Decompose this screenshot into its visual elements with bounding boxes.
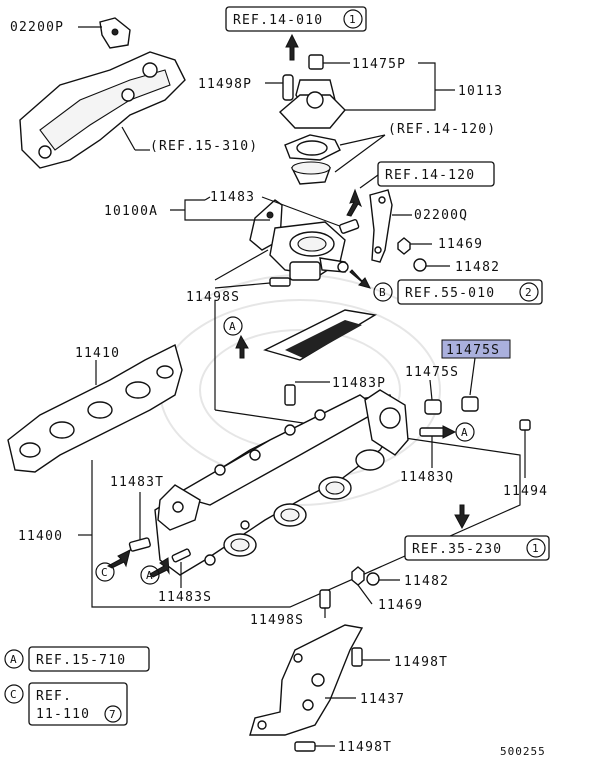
label-11482-top: 11482: [455, 260, 500, 275]
bolt-11498T-b: [294, 741, 316, 752]
label-11482-bot: 11482: [404, 574, 449, 589]
label-10113: 10113: [458, 84, 503, 99]
cap-11494: [519, 419, 531, 431]
plug-11475S-b: [461, 396, 479, 412]
arrow-to-c-icon: [106, 549, 131, 569]
manifold-gasket-11410: [7, 343, 183, 473]
svg-text:A: A: [10, 653, 18, 666]
label-11475P: 11475P: [352, 57, 406, 72]
bracket-10100A: [170, 199, 270, 221]
label-11483T: 11483T: [110, 475, 164, 490]
stud-11483Q: [419, 427, 446, 437]
stud-11483P: [284, 384, 296, 406]
label-11483-top: 11483: [210, 190, 255, 205]
nut-11482-bot: [366, 572, 380, 586]
water-outlet-fitting: [278, 54, 346, 129]
label-ref14-120a: (REF.14-120): [388, 122, 496, 137]
label-11498T-b: 11498T: [338, 740, 392, 755]
arrow-to-b-icon: [349, 269, 371, 289]
svg-text:B: B: [379, 286, 387, 299]
svg-text:A: A: [461, 426, 469, 439]
marker-a-bottom: [140, 565, 160, 585]
svg-text:A: A: [229, 320, 237, 333]
label-11498P: 11498P: [198, 77, 252, 92]
marker-b: [373, 282, 393, 302]
svg-text:REF.14-120: REF.14-120: [385, 168, 475, 183]
arrow-up-a-icon: [235, 334, 249, 359]
legend-a: A REF.15-710: [4, 646, 150, 672]
label-11498T-a: 11498T: [394, 655, 448, 670]
marker-c: [95, 562, 115, 582]
stud-11483S: [171, 548, 191, 563]
label-02200P: 02200P: [10, 20, 64, 35]
plug-11475S-a: [424, 399, 442, 415]
upper-manifold-part: [19, 17, 186, 169]
water-outlet-housing: [249, 199, 349, 281]
bracket-10113: [345, 62, 436, 111]
label-11483Q: 11483Q: [400, 470, 454, 485]
svg-text:REF.35-230: REF.35-230: [412, 542, 502, 557]
washer-11469-top: [397, 237, 411, 255]
svg-text:1: 1: [349, 13, 357, 26]
arrow-down-icon: [454, 504, 470, 530]
bolt-11498S-top: [269, 277, 291, 287]
marker-a-top: [223, 316, 243, 336]
arrow-diagonal-icon: [346, 188, 363, 217]
ref-box-14-010: REF.14-010 1: [225, 6, 367, 32]
label-11437: 11437: [360, 692, 405, 707]
svg-text:2: 2: [525, 286, 533, 299]
svg-text:7: 7: [109, 708, 117, 721]
label-ref15-310: (REF.15-310): [150, 139, 258, 154]
manifold-stay-11437: [249, 624, 364, 736]
label-11469-top: 11469: [438, 237, 483, 252]
stud-11483T: [128, 537, 151, 552]
bracket-02200Q-part: [369, 189, 393, 263]
leader-ref14-120a: [334, 134, 386, 173]
svg-text:A: A: [146, 569, 154, 582]
bolt-11498T-a: [351, 647, 363, 667]
svg-text:REF.55-010: REF.55-010: [405, 286, 495, 301]
svg-text:REF.15-710: REF.15-710: [36, 653, 126, 668]
ref-box-55-010: REF.55-010 2: [397, 279, 543, 305]
label-11400: 11400: [18, 529, 63, 544]
label-11498S-bot: 11498S: [250, 613, 304, 628]
svg-text:REF.14-010: REF.14-010: [233, 13, 323, 28]
ref-box-14-120: REF.14-120: [377, 161, 495, 187]
label-02200Q: 02200Q: [414, 208, 468, 223]
legend-c: C REF. 11-110 7: [4, 682, 128, 726]
ref-box-35-230: REF.35-230 1: [404, 535, 550, 561]
label-11494: 11494: [503, 484, 548, 499]
label-11410: 11410: [75, 346, 120, 361]
label-11475S-highlight[interactable]: 11475S: [446, 343, 500, 358]
svg-text:1: 1: [532, 542, 540, 555]
svg-text:REF.: REF.: [36, 689, 72, 704]
label-11469-bot: 11469: [378, 598, 423, 613]
gasket-and-thermostat: [284, 134, 341, 185]
label-11498S-top: 11498S: [186, 290, 240, 305]
marker-a-right: [455, 422, 475, 442]
part-11475S-highlight[interactable]: 11475S: [441, 339, 511, 359]
label-11475S: 11475S: [405, 365, 459, 380]
intake-manifold-11400: [154, 309, 409, 576]
highlight-box-11475S[interactable]: [441, 339, 511, 359]
svg-text:11-110: 11-110: [36, 707, 90, 722]
washer-11469-bot: [351, 566, 365, 586]
svg-text:C: C: [10, 688, 18, 701]
diagram-id: 500255: [500, 745, 546, 758]
bolt-11498S-bot: [319, 589, 331, 609]
nut-11482-top: [413, 258, 427, 272]
arrow-up-icon: [285, 33, 299, 61]
label-11483S: 11483S: [158, 590, 212, 605]
label-11483P: 11483P: [332, 376, 386, 391]
label-10100A: 10100A: [104, 204, 158, 219]
arrow-to-a-icon: [149, 557, 170, 578]
svg-text:C: C: [101, 566, 109, 579]
stud-bolt: [339, 219, 360, 234]
leader-ref15-310: [121, 126, 136, 151]
